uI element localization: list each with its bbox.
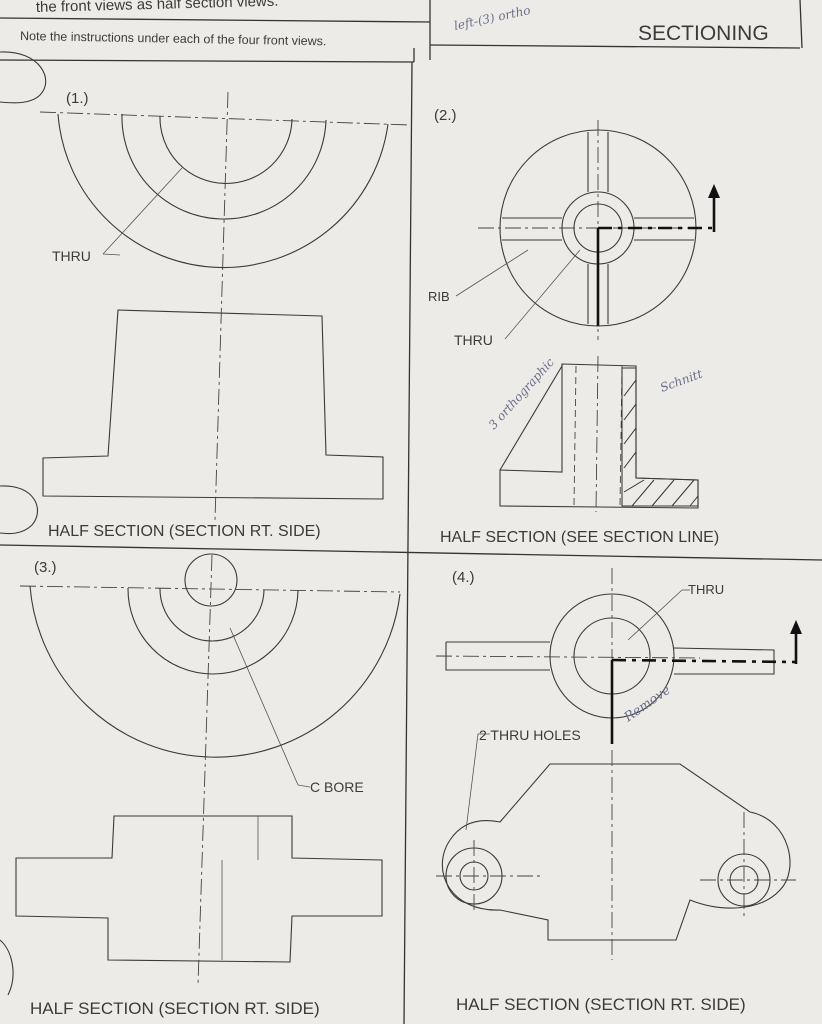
cutting-plane-arrowhead (708, 184, 720, 198)
instruction-line-1: the front views as half section views. (36, 0, 279, 16)
leader-thru (102, 167, 183, 255)
vertical-centerline (214, 91, 229, 521)
front-view-outline (441, 763, 791, 941)
top-boss-circle (184, 553, 238, 607)
problem-number: (4.) (452, 569, 475, 586)
leader-cbore (229, 627, 299, 786)
callout-thru: THRU (688, 582, 724, 597)
handwritten-schnitt: Schnitt (658, 367, 704, 395)
header: the front views as half section views. N… (0, 0, 803, 60)
binder-hole-top (0, 51, 47, 104)
problem-number: (1.) (66, 90, 89, 107)
side-arms (445, 641, 775, 675)
front-centerline (595, 355, 599, 513)
vertical-ribs (587, 132, 609, 324)
section-hatching (623, 379, 699, 507)
horizontal-divider (0, 544, 822, 561)
problem-4: (4.) THRU Remove 2 THRU HOLES HALF SECTI… (435, 568, 802, 1014)
binder-hole-middle (0, 485, 38, 535)
problem-3: (3.) C BORE HALF SECTION (SECTION RT. SI… (15, 553, 401, 1018)
leader-cbore-tail (297, 784, 311, 788)
horizontal-centerline (19, 585, 401, 593)
header-rule (0, 17, 431, 23)
callout-cbore: C BORE (310, 779, 364, 795)
vertical-divider (403, 61, 413, 1024)
handwritten-remove: Remove (621, 683, 674, 726)
inner-arc (159, 115, 293, 185)
cutting-plane-arrowhead (790, 620, 802, 634)
inner-edge-left (499, 364, 563, 473)
middle-arc (121, 113, 327, 220)
horizontal-centerline (435, 655, 701, 659)
callout-thru: THRU (52, 248, 91, 264)
front-view-outline (15, 815, 383, 963)
caption: HALF SECTION (SEE SECTION LINE) (440, 529, 719, 546)
problem-2: (2.) RIB THRU 3 orthographic Schnitt HAL… (428, 107, 720, 546)
problem-number: (2.) (434, 107, 457, 124)
handwritten-orthographic: 3 orthographic (486, 355, 557, 432)
title-box-right (799, 0, 803, 49)
top-border-left (0, 59, 415, 63)
horizontal-centerline (39, 111, 411, 126)
inner-arc (159, 587, 265, 642)
handwritten-note: left-(3) ortho (453, 3, 532, 33)
instruction-line-2: Note the instructions under each of the … (20, 29, 327, 48)
leader-rib (455, 249, 529, 297)
caption: HALF SECTION (SECTION RT. SIDE) (30, 999, 320, 1018)
leader-thru (504, 249, 581, 340)
cutting-plane-horizontal (611, 658, 797, 664)
outer-arc (57, 113, 389, 268)
section-region (621, 367, 699, 507)
binder-hole-bottom (0, 939, 14, 996)
callout-thru: THRU (454, 332, 493, 348)
middle-arc (127, 587, 299, 675)
vertical-centerline (197, 554, 213, 986)
leader-thru-holes (465, 733, 490, 831)
caption: HALF SECTION (SECTION RT. SIDE) (456, 995, 746, 1014)
sheet-title: SECTIONING (638, 22, 769, 45)
leader-thru-tail (102, 253, 121, 256)
title-box-bottom (429, 44, 801, 49)
outer-arc (29, 585, 401, 758)
callout-thru-holes: 2 THRU HOLES (479, 727, 581, 743)
callout-rib: RIB (428, 289, 450, 304)
problem-1: (1.) THRU HALF SECTION (SECTION RT. SIDE… (39, 90, 411, 540)
horizontal-ribs (502, 217, 694, 241)
problem-number: (3.) (34, 559, 57, 576)
leader-thru (627, 589, 683, 641)
quadrant-grid (0, 48, 822, 1024)
caption: HALF SECTION (SECTION RT. SIDE) (48, 523, 321, 540)
front-view-outline (42, 309, 384, 500)
inner-edges (221, 816, 259, 960)
